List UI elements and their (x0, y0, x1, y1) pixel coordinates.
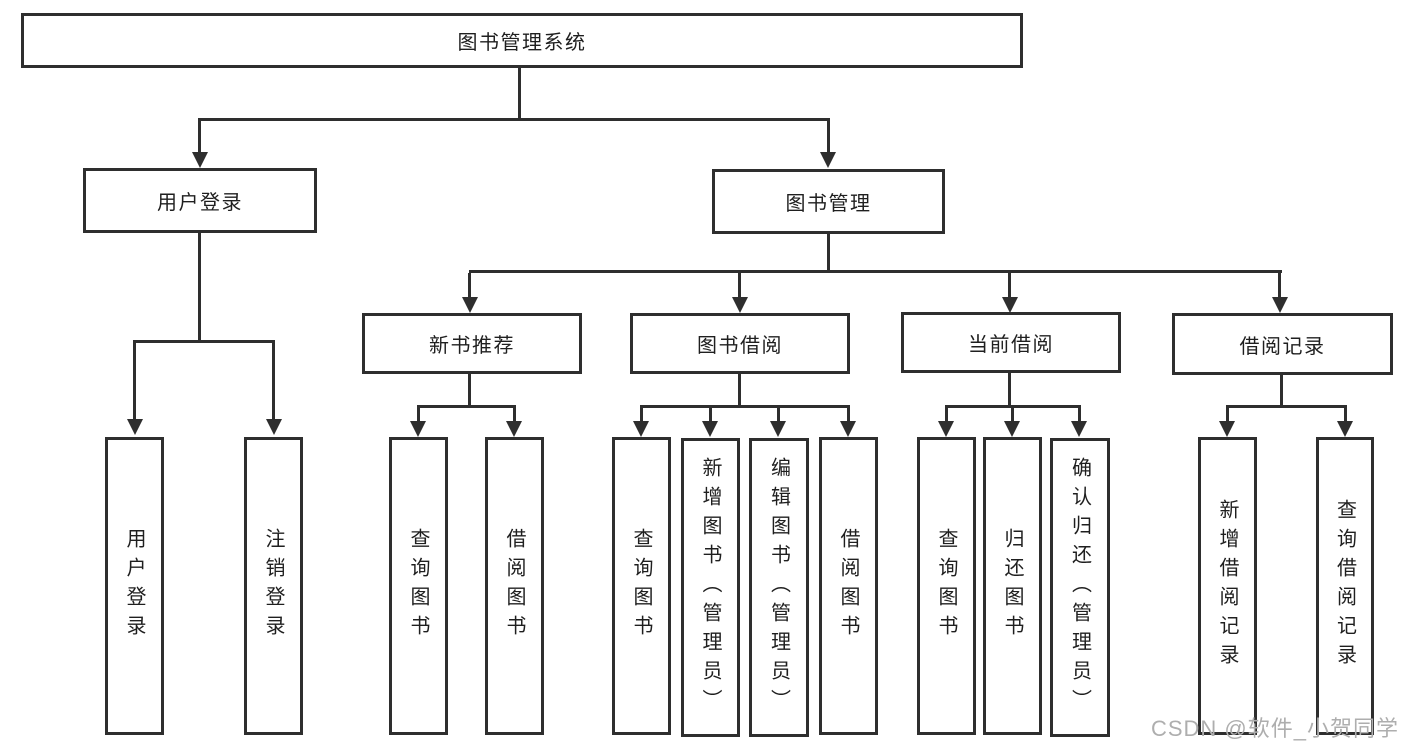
leaf-borrow-books-recommend: 借阅图书 (485, 437, 544, 735)
connector-hline (417, 405, 516, 408)
csdn-watermark: CSDN @软件_小贺同学 (1150, 716, 1399, 741)
arrow-down-icon (1004, 421, 1020, 437)
connector-hline (133, 340, 275, 343)
node-book-management: 图书管理 (712, 169, 945, 234)
connector-vline (847, 408, 850, 422)
root-node-library-management-system: 图书管理系统 (21, 13, 1023, 68)
leaf-query-books-recommend: 查询图书 (389, 437, 448, 735)
connector-vline (1008, 373, 1011, 408)
arrow-down-icon (266, 419, 282, 435)
connector-vline (738, 273, 741, 299)
connector-vline (272, 343, 275, 420)
connector-vline (198, 118, 201, 155)
leaf-add-book-admin: 新增图书（管理员） (681, 438, 740, 737)
connector-vline (133, 343, 136, 420)
arrow-down-icon (840, 421, 856, 437)
arrow-down-icon (1002, 297, 1018, 313)
arrow-down-icon (127, 419, 143, 435)
connector-vline (709, 408, 712, 422)
arrow-down-icon (1219, 421, 1235, 437)
leaf-logout-login: 注销登录 (244, 437, 303, 735)
connector-vline (827, 234, 830, 273)
arrow-down-icon (1071, 421, 1087, 437)
leaf-user-login: 用户登录 (105, 437, 164, 735)
connector-vline (1011, 408, 1014, 422)
node-user-login: 用户登录 (83, 168, 317, 233)
arrow-down-icon (506, 421, 522, 437)
connector-vline (1226, 408, 1229, 422)
arrow-down-icon (1337, 421, 1353, 437)
node-book-borrowing: 图书借阅 (630, 313, 850, 374)
node-new-book-recommend: 新书推荐 (362, 313, 582, 374)
connector-vline (468, 374, 471, 408)
arrow-down-icon (633, 421, 649, 437)
connector-vline (1278, 273, 1281, 299)
leaf-add-borrow-record: 新增借阅记录 (1198, 437, 1257, 735)
arrow-down-icon (1272, 297, 1288, 313)
arrow-down-icon (732, 297, 748, 313)
connector-hline (945, 405, 1081, 408)
leaf-query-books-current: 查询图书 (917, 437, 976, 735)
arrow-down-icon (770, 421, 786, 437)
arrow-down-icon (938, 421, 954, 437)
connector-hline (1226, 405, 1347, 408)
connector-vline (738, 374, 741, 408)
connector-vline (777, 408, 780, 422)
node-borrowing-records: 借阅记录 (1172, 313, 1393, 375)
connector-vline (1008, 273, 1011, 299)
arrow-down-icon (462, 297, 478, 313)
leaf-query-borrow-record: 查询借阅记录 (1316, 437, 1374, 735)
arrow-down-icon (702, 421, 718, 437)
arrow-down-icon (820, 152, 836, 168)
connector-hline (198, 118, 830, 121)
connector-vline (468, 273, 471, 299)
leaf-return-book: 归还图书 (983, 437, 1042, 735)
leaf-borrow-books-borrowing: 借阅图书 (819, 437, 878, 735)
connector-vline (198, 233, 201, 343)
connector-vline (513, 408, 516, 422)
connector-hline (469, 270, 1282, 273)
connector-vline (1078, 408, 1081, 422)
leaf-confirm-return-admin: 确认归还（管理员） (1050, 438, 1110, 737)
leaf-query-books-borrowing: 查询图书 (612, 437, 671, 735)
connector-vline (1344, 408, 1347, 422)
connector-vline (417, 408, 420, 422)
connector-vline (945, 408, 948, 422)
arrow-down-icon (410, 421, 426, 437)
node-current-borrowing: 当前借阅 (901, 312, 1121, 373)
connector-vline (640, 408, 643, 422)
connector-vline (1280, 375, 1283, 408)
connector-hline (640, 405, 850, 408)
connector-vline (518, 68, 521, 121)
leaf-edit-book-admin: 编辑图书（管理员） (749, 438, 809, 737)
arrow-down-icon (192, 152, 208, 168)
connector-vline (827, 118, 830, 155)
